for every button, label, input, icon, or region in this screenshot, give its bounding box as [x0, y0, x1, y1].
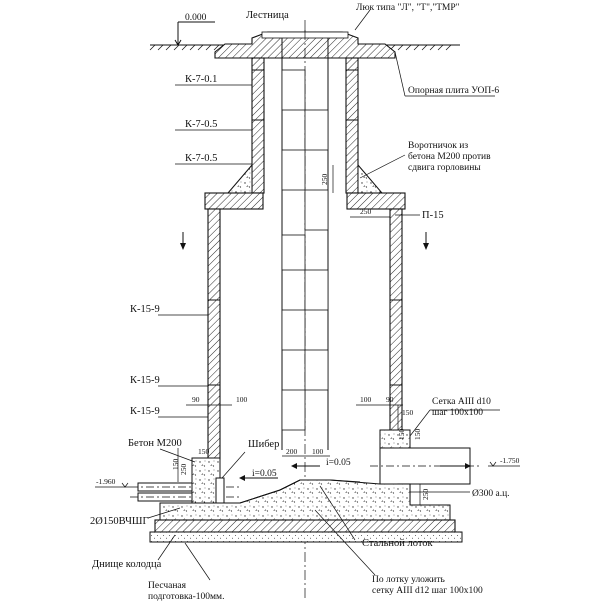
dim-200: 200	[286, 447, 298, 456]
dim-250-slab: 250	[360, 207, 372, 216]
dim-90-left: 90	[192, 395, 200, 404]
support-plate-label: Опорная плита УОП-6	[408, 86, 499, 96]
level-marker-right	[488, 461, 520, 467]
slope-right-label: i=0.05	[326, 458, 351, 468]
dim-100-left: 100	[236, 395, 248, 404]
dim-250-neck: 250	[320, 174, 329, 186]
ladder	[281, 30, 329, 600]
ring-k705a-label: К-7-0.5	[185, 119, 217, 130]
level-mark-icon	[174, 21, 215, 46]
hatch-type-label: Люк типа "Л", "Т","ТМР"	[356, 3, 460, 13]
ring-k159b-label: К-15-9	[130, 375, 160, 386]
chamber-walls	[207, 208, 403, 460]
pipes-left-label: 2Ø150ВЧШГ	[90, 516, 149, 527]
dimension-lines	[177, 165, 421, 505]
dim-150-right: 150	[402, 408, 414, 417]
level-marker-left	[95, 482, 130, 488]
dim-100-right: 100	[360, 395, 372, 404]
ring-k705b-label: К-7-0.5	[185, 153, 217, 164]
left-pipes	[130, 457, 240, 504]
level-label: 0.000	[185, 13, 207, 23]
well-bottom-label: Днище колодца	[92, 559, 162, 570]
dim-150-foot-b: 150	[413, 429, 422, 441]
slab-label: П-15	[422, 210, 444, 221]
collar-concrete	[226, 163, 384, 194]
ring-k159c-label: К-15-9	[130, 406, 160, 417]
well-bottom	[149, 479, 463, 543]
pipe-right-label: Ø300 а.ц.	[472, 489, 510, 499]
ring-k701-label: К-7-0.1	[185, 74, 217, 85]
level-left-label: -1.960	[96, 477, 116, 486]
steel-tray-label: Стальной лоток	[362, 538, 434, 549]
dim-150-left: 150	[198, 447, 210, 456]
ladder-label: Лестница	[246, 10, 289, 21]
section-arrow-icon	[180, 232, 186, 250]
leader-lines	[147, 9, 500, 581]
gate-label: Шибер	[248, 439, 279, 450]
dim-250-left: 250	[179, 464, 188, 476]
dim-100-mid: 100	[312, 447, 324, 456]
dim-250-right: 250	[421, 489, 430, 501]
ring-k159a-label: К-15-9	[130, 304, 160, 315]
dim-90-right: 90	[386, 395, 394, 404]
dim-150-bottom: 150	[397, 429, 406, 441]
concrete-m200-label: Бетон М200	[128, 438, 182, 449]
dim-150-foot: 150	[171, 459, 180, 471]
section-arrow-icon	[423, 232, 429, 250]
slope-arrows	[239, 463, 320, 481]
slope-left-label: i=0.05	[252, 469, 277, 479]
slab-p15	[204, 192, 406, 210]
level-right-label: -1.750	[500, 456, 520, 465]
